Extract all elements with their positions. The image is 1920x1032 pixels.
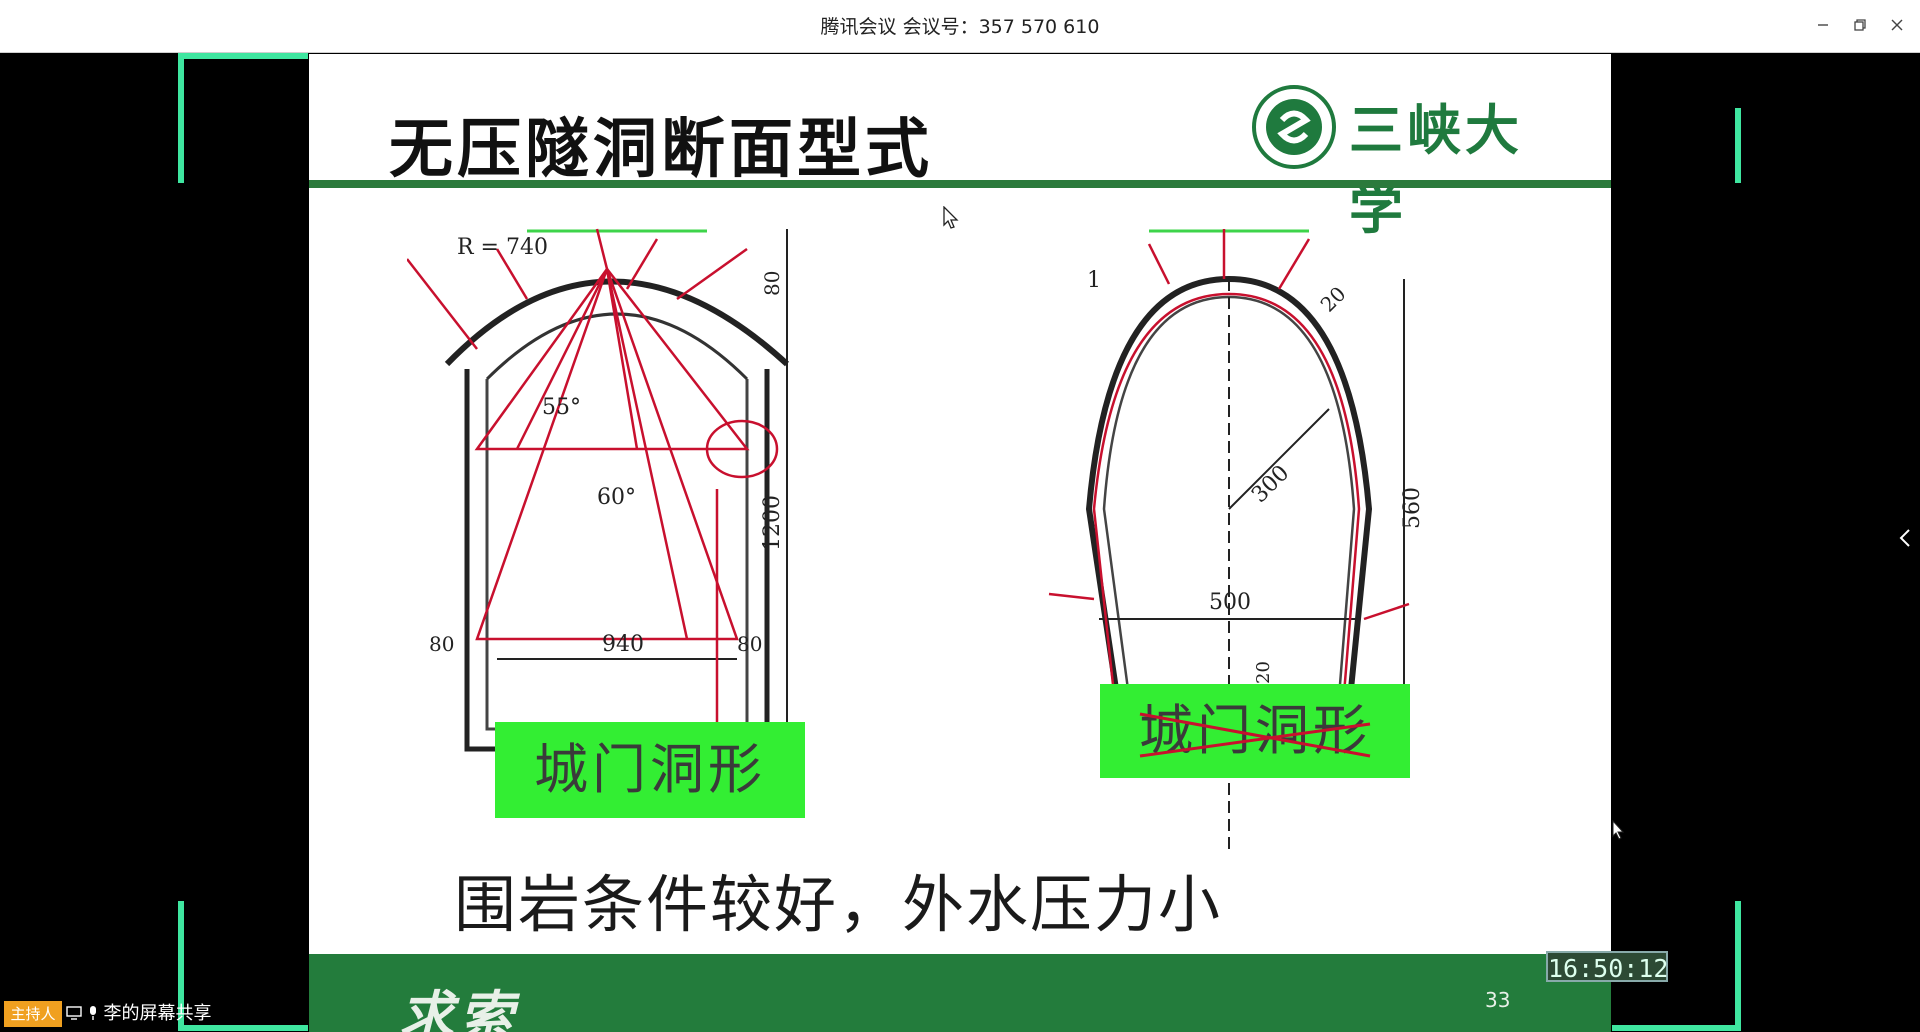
minimize-icon[interactable] xyxy=(1808,12,1838,42)
dimension-label: 940 xyxy=(602,632,644,657)
dimension-label: 300 xyxy=(1247,461,1294,508)
share-label: 李的屏幕共享 xyxy=(103,1003,212,1024)
share-frame-corner xyxy=(178,53,184,183)
host-badge: 主持人 xyxy=(4,1001,62,1027)
restore-icon[interactable] xyxy=(1845,12,1875,42)
title-divider xyxy=(309,180,1611,188)
university-emblem-icon xyxy=(1252,85,1336,169)
share-frame-corner xyxy=(1612,1025,1741,1031)
chevron-left-icon[interactable] xyxy=(1898,528,1912,554)
page-number: 33 xyxy=(1485,988,1511,1012)
dimension-label: 80 xyxy=(760,271,784,296)
dimension-label: 560 xyxy=(1400,487,1425,529)
dimension-label: 20 xyxy=(1253,661,1274,684)
slide-footer xyxy=(309,954,1611,1032)
title-bar: 腾讯会议 会议号：357 570 610 xyxy=(0,0,1920,53)
close-icon[interactable] xyxy=(1882,12,1912,42)
radius-line xyxy=(1228,408,1330,510)
share-frame-corner xyxy=(1735,108,1741,183)
share-frame-corner xyxy=(1735,901,1741,1031)
microphone-icon xyxy=(88,1003,104,1024)
presentation-slide: 无压隧洞断面型式 三峡大学 R = xyxy=(309,54,1611,1032)
horseshoe-section-diagram: 1 20 300 560 500 20 xyxy=(1048,229,1425,849)
red-annotations xyxy=(407,228,779,769)
university-logo: 三峡大学 xyxy=(1249,82,1569,241)
footer-motto: 求索 xyxy=(399,984,519,1032)
screen-share-status: 李的屏幕共享 xyxy=(66,1001,211,1027)
dimension-label: 500 xyxy=(1209,590,1251,615)
screen-share-icon xyxy=(66,1003,88,1024)
red-annotations xyxy=(1048,229,1410,696)
shape-label-right: 城门洞形 xyxy=(1100,684,1410,778)
slide-title: 无压隧洞断面型式 xyxy=(389,112,933,187)
shape-label-left: 城门洞形 xyxy=(495,722,805,818)
share-frame-corner xyxy=(178,1025,308,1031)
share-frame-corner xyxy=(178,53,308,59)
dimension-label: 1200 xyxy=(760,495,785,551)
angle-label: 55° xyxy=(542,395,581,420)
window-title: 腾讯会议 会议号：357 570 610 xyxy=(820,16,1100,38)
city-gate-section-diagram: R = 740 55° 60° 80 1200 940 80 80 80 xyxy=(407,228,790,801)
radius-label: R = 740 xyxy=(457,235,548,260)
slide-caption: 围岩条件较好，外水压力小 xyxy=(454,868,1223,941)
strikethrough-annotation xyxy=(1139,712,1371,758)
mouse-cursor-icon xyxy=(1612,820,1625,840)
mouse-cursor-icon xyxy=(943,206,959,229)
dimension-label: 80 xyxy=(429,632,454,656)
dimension-label: 80 xyxy=(737,632,762,656)
angle-label: 60° xyxy=(597,485,636,510)
share-frame-corner xyxy=(178,901,184,1031)
callout-number: 1 xyxy=(1087,268,1101,293)
dimension-label: 20 xyxy=(1316,282,1351,317)
clock-display: 16:50:12 xyxy=(1546,951,1668,983)
